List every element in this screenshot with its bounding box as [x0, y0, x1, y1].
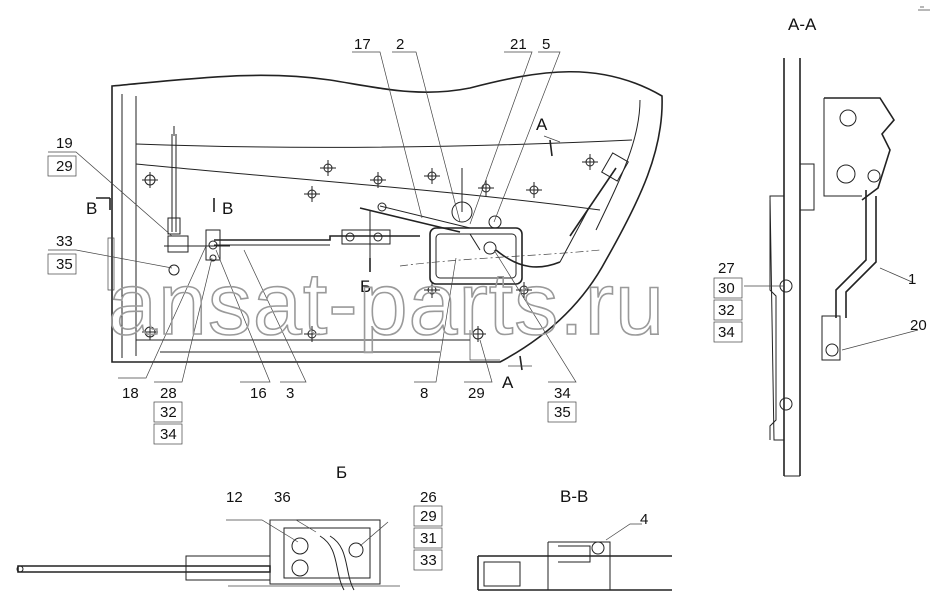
callout-34-main: 34	[160, 426, 177, 443]
section-aa: А-А	[744, 15, 919, 477]
cut-mark-a-top: А	[536, 115, 548, 134]
callout-27: 27	[718, 260, 735, 277]
cut-markers: А А Б В В	[86, 115, 561, 392]
section-aa-title: А-А	[788, 15, 817, 34]
callout-34-aa: 34	[718, 324, 735, 341]
callout-29-main: 29	[56, 158, 73, 175]
section-b-title: Б	[336, 463, 347, 482]
section-b-callouts: 12 36 26 29 31 33	[226, 489, 443, 571]
cut-mark-v-left: В	[86, 199, 97, 218]
section-vv-title: В-В	[560, 487, 588, 506]
callout-28: 28	[160, 385, 177, 402]
section-vv-callouts: 4	[640, 511, 648, 528]
callout-30: 30	[718, 280, 735, 297]
callout-3: 3	[286, 385, 294, 402]
callout-29-b: 29	[420, 508, 437, 525]
watermark: ansat-parts.ru	[108, 254, 665, 353]
callout-17: 17	[354, 36, 371, 53]
callout-26: 26	[420, 489, 437, 506]
section-vv: В-В	[477, 487, 672, 591]
callout-29-lock: 29	[468, 385, 485, 402]
callout-1: 1	[908, 271, 916, 288]
section-aa-callouts: 1 20 27 30 32 34	[713, 260, 927, 343]
main-leaders	[48, 51, 577, 383]
callout-12: 12	[226, 489, 243, 506]
callout-19: 19	[56, 135, 73, 152]
cut-mark-a-bottom: А	[502, 373, 514, 392]
corner-mark	[918, 6, 930, 11]
main-callouts: 17 2 21 5 19 29 33 35 18 28 32 34 16 3 8…	[47, 36, 577, 445]
callout-33-b: 33	[420, 552, 437, 569]
main-view	[107, 70, 663, 363]
callout-4: 4	[640, 511, 648, 528]
callout-35-main: 35	[56, 256, 73, 273]
callout-5: 5	[542, 36, 550, 53]
cut-mark-v-right: В	[222, 199, 233, 218]
callout-34-lock: 34	[554, 385, 571, 402]
callout-31: 31	[420, 530, 437, 547]
callout-18: 18	[122, 385, 139, 402]
callout-35-lock: 35	[554, 404, 571, 421]
callout-33-main: 33	[56, 233, 73, 250]
callout-36: 36	[274, 489, 291, 506]
section-b: Б	[16, 463, 400, 591]
callout-32-main: 32	[160, 404, 177, 421]
callout-2: 2	[396, 36, 404, 53]
callout-32-aa: 32	[718, 302, 735, 319]
callout-20: 20	[910, 317, 927, 334]
callout-16: 16	[250, 385, 267, 402]
cut-mark-b: Б	[360, 277, 371, 296]
callout-8: 8	[420, 385, 428, 402]
callout-21: 21	[510, 36, 527, 53]
